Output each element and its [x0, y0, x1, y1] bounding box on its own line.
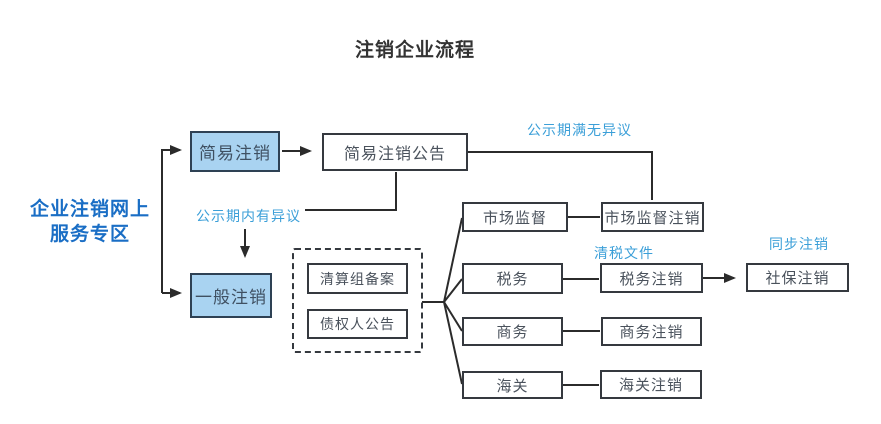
node-commerce-cancel: 商务注销 — [601, 317, 702, 346]
node-social-security-cancel: 社保注销 — [746, 263, 849, 292]
node-market-supervision: 市场监督 — [462, 202, 568, 232]
node-social-security-cancel-label: 社保注销 — [765, 270, 830, 287]
annotation-no-objection: 公示期满无异议 — [527, 122, 632, 138]
node-tax: 税务 — [462, 263, 563, 294]
node-creditor-notice: 债权人公告 — [307, 309, 408, 339]
node-market-supervision-cancel-label: 市场监督注销 — [604, 209, 701, 227]
annotation-sync-cancel: 同步注销 — [769, 236, 829, 252]
node-simple-cancel-notice-label: 简易注销公告 — [343, 146, 446, 163]
portal-label: 企业注销网上 服务专区 — [15, 197, 165, 247]
node-customs-label: 海关 — [496, 377, 529, 395]
node-general-cancel-label: 一般注销 — [195, 288, 267, 307]
portal-label-line1: 企业注销网上 — [29, 199, 150, 220]
node-customs: 海关 — [462, 371, 563, 399]
node-tax-cancel-label: 税务注销 — [619, 270, 684, 288]
node-liquidation-filing-label: 清算组备案 — [320, 270, 395, 287]
node-commerce-label: 商务 — [496, 324, 529, 341]
portal-label-line2: 服务专区 — [49, 224, 130, 245]
node-customs-cancel-label: 海关注销 — [618, 377, 683, 394]
node-simple-cancel: 简易注销 — [190, 131, 280, 172]
node-market-supervision-cancel: 市场监督注销 — [601, 202, 704, 232]
node-market-supervision-label: 市场监督 — [482, 209, 547, 227]
annotation-tax-clearance-doc: 清税文件 — [594, 245, 654, 261]
node-tax-cancel: 税务注销 — [600, 263, 703, 293]
node-liquidation-filing: 清算组备案 — [307, 263, 408, 294]
node-simple-cancel-label: 简易注销 — [199, 144, 271, 163]
annotation-objection-in-period: 公示期内有异议 — [196, 208, 301, 224]
node-commerce: 商务 — [462, 317, 563, 346]
node-tax-label: 税务 — [496, 271, 529, 288]
node-creditor-notice-label: 债权人公告 — [320, 316, 395, 332]
liquidation-group — [292, 248, 423, 353]
node-commerce-cancel-label: 商务注销 — [619, 324, 684, 341]
node-customs-cancel: 海关注销 — [600, 370, 702, 399]
page-title: 注销企业流程 — [354, 40, 475, 61]
node-simple-cancel-notice: 简易注销公告 — [322, 133, 468, 171]
node-general-cancel: 一般注销 — [190, 273, 272, 318]
